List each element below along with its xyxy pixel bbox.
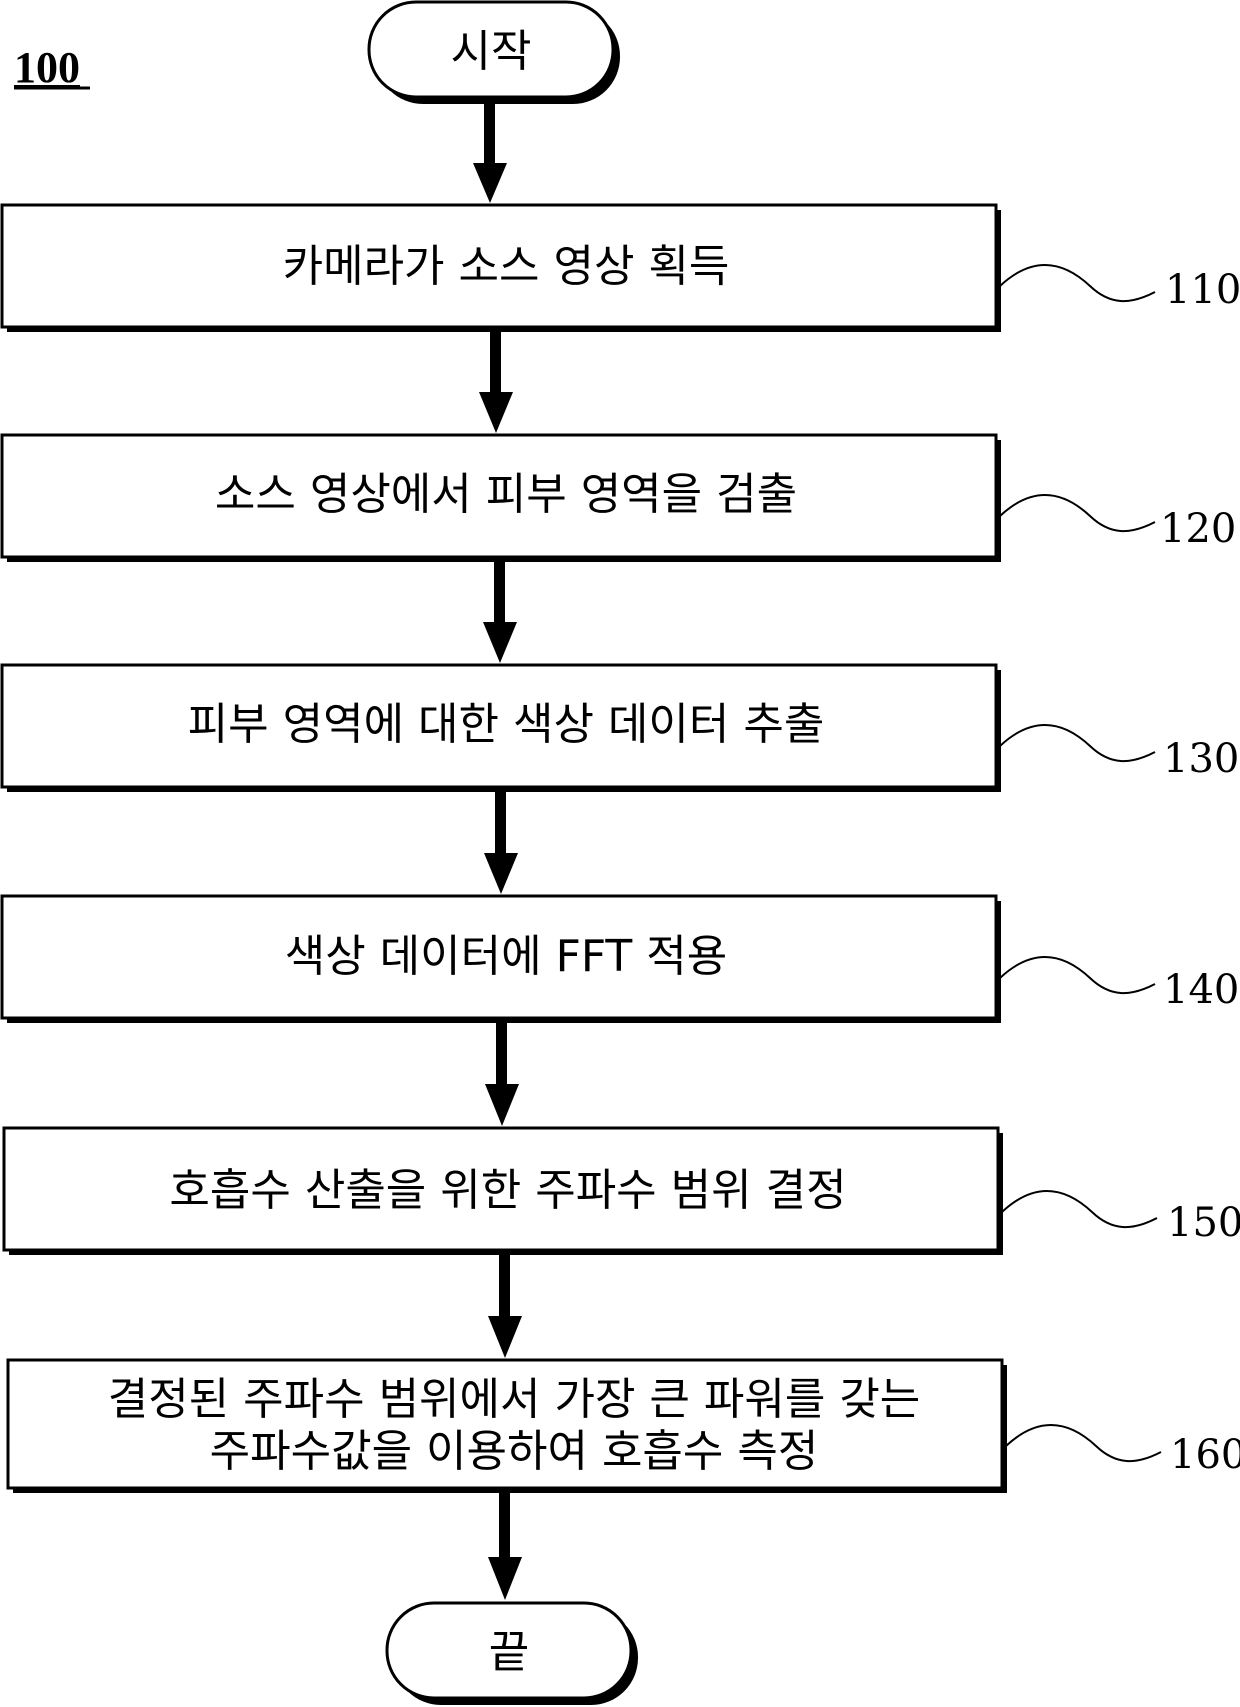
step-110-text: 카메라가 소스 영상 획득 <box>283 241 730 292</box>
arrow-start-to-110 <box>473 104 507 203</box>
step-110: 카메라가 소스 영상 획득 110 <box>2 205 1240 332</box>
arrow-160-to-end <box>488 1491 522 1600</box>
step-130-leader <box>1000 725 1155 761</box>
start-label: 시작 <box>451 26 532 77</box>
arrow-130-to-140 <box>484 791 518 894</box>
end-label: 끝 <box>489 1627 529 1678</box>
step-140-text: 색상 데이터에 FFT 적용 <box>285 931 728 982</box>
step-120: 소스 영상에서 피부 영역을 검출 120 <box>2 435 1236 562</box>
end-terminal: 끝 <box>387 1603 638 1705</box>
step-150-leader <box>1002 1191 1157 1227</box>
step-140: 색상 데이터에 FFT 적용 140 <box>2 896 1239 1023</box>
step-160-text-line-2: 주파수값을 이용하여 호흡수 측정 <box>210 1426 819 1477</box>
step-160-ref: 160 <box>1170 1432 1240 1478</box>
figure-label: 100 <box>14 43 80 92</box>
step-140-ref: 140 <box>1163 967 1239 1013</box>
step-130: 피부 영역에 대한 색상 데이터 추출 130 <box>2 665 1239 792</box>
step-120-leader <box>1000 495 1155 531</box>
arrow-140-to-150 <box>485 1022 519 1126</box>
step-110-ref: 110 <box>1165 267 1240 313</box>
step-160-leader <box>1006 1425 1161 1461</box>
start-terminal: 시작 <box>369 2 620 104</box>
step-140-leader <box>1000 957 1155 993</box>
arrow-110-to-120 <box>479 330 513 433</box>
step-160: 결정된 주파수 범위에서 가장 큰 파워를 갖는 주파수값을 이용하여 호흡수 … <box>8 1360 1240 1493</box>
step-130-text: 피부 영역에 대한 색상 데이터 추출 <box>188 699 825 750</box>
arrow-150-to-160 <box>488 1254 522 1358</box>
step-120-text: 소스 영상에서 피부 영역을 검출 <box>215 469 797 520</box>
step-150-text: 호흡수 산출을 위한 주파수 범위 결정 <box>169 1165 846 1216</box>
step-110-leader <box>1000 265 1155 301</box>
step-150-ref: 150 <box>1167 1200 1240 1246</box>
step-150: 호흡수 산출을 위한 주파수 범위 결정 150 <box>4 1128 1240 1255</box>
step-130-ref: 130 <box>1163 736 1239 782</box>
step-160-text-line-1: 결정된 주파수 범위에서 가장 큰 파워를 갖는 <box>108 1374 921 1425</box>
step-120-ref: 120 <box>1160 506 1236 552</box>
arrow-120-to-130 <box>483 561 517 663</box>
